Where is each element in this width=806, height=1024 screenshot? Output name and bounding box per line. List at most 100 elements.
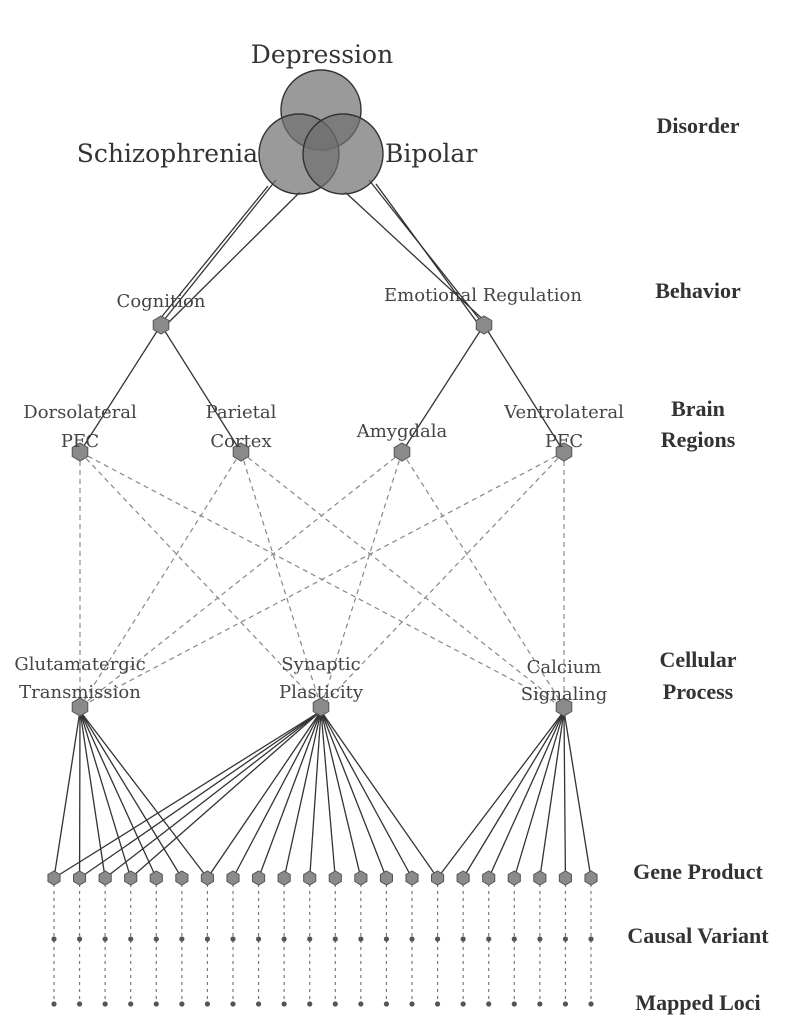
- causal-variant-node-7: [230, 936, 236, 942]
- disorder-venn: [258, 69, 384, 195]
- region-label-ventrolateral: Ventrolateral: [503, 402, 624, 423]
- nodes-layer: [47, 315, 598, 1007]
- edge-process-syn-gene-6: [206, 710, 322, 879]
- mapped-locus-node-6: [204, 1001, 211, 1007]
- causal-variant-node-6: [204, 936, 211, 942]
- region-node-amygdala: [393, 442, 411, 462]
- edge-process-glut-gene-3: [79, 710, 132, 879]
- gene-product-node-18: [507, 870, 521, 886]
- edge-disorder-emotional-regulation: [344, 191, 490, 326]
- gene-product-node-1: [73, 870, 87, 886]
- gene-product-node-5: [175, 870, 189, 886]
- causal-variant-node-13: [383, 936, 390, 942]
- gene-product-node-14: [405, 870, 419, 886]
- edge-process-syn-gene-3: [130, 710, 322, 879]
- causal-variant-node-2: [102, 936, 108, 942]
- edge-process-syn-gene-2: [104, 710, 322, 879]
- edge-behavior-emotional-region-amygdala: [401, 324, 485, 453]
- edge-process-syn-gene-8: [257, 710, 322, 879]
- causal-variant-node-19: [537, 936, 543, 942]
- causal-variant-node-8: [255, 936, 262, 942]
- edge-process-calc-gene-21: [563, 710, 592, 879]
- causal-variant-node-9: [281, 936, 287, 942]
- edge-process-glut-gene-0: [53, 710, 81, 879]
- causal-variant-node-15: [434, 936, 441, 942]
- edge-process-calc-gene-19: [539, 710, 565, 879]
- mapped-locus-node-15: [434, 1001, 441, 1007]
- gene-product-node-10: [303, 870, 317, 886]
- causal-variant-node-1: [76, 936, 83, 942]
- edge-behavior-cognition-region-dlpfc: [79, 324, 162, 453]
- edge-process-syn-gene-15: [320, 710, 439, 879]
- region-node-parietal: [232, 442, 250, 462]
- causal-variant-node-3: [128, 936, 134, 942]
- gene-product-node-11: [328, 870, 342, 886]
- disorder-label-bipolar: Bipolar: [385, 139, 477, 168]
- level-label-brain: Brain: [671, 396, 725, 421]
- edge-process-syn-gene-10: [309, 710, 322, 879]
- process-label-glutamatergic: Glutamatergic: [14, 654, 145, 675]
- gene-product-node-0: [47, 870, 61, 886]
- gene-product-node-16: [456, 870, 470, 886]
- edge-region-dlpfc-process-syn: [79, 451, 322, 708]
- venn-circle-bipolar: [302, 113, 384, 195]
- gene-product-node-6: [200, 870, 214, 886]
- region-label-pfc-left: PFC: [61, 431, 99, 452]
- causal-variant-node-12: [358, 936, 364, 942]
- causal-variant-node-0: [51, 936, 57, 942]
- gene-product-node-4: [149, 870, 163, 886]
- edge-region-amygdala-process-glut: [79, 451, 403, 708]
- gene-product-node-20: [558, 870, 572, 886]
- mapped-locus-node-19: [537, 1001, 543, 1007]
- gene-product-node-8: [252, 870, 266, 886]
- behavior-label-cognition: Cognition: [117, 291, 206, 312]
- region-node-dlpfc: [71, 442, 89, 462]
- process-node-glut: [71, 697, 89, 717]
- causal-variant-node-14: [409, 936, 415, 942]
- region-label-amygdala: Amygdala: [356, 421, 448, 442]
- mapped-locus-node-13: [383, 1001, 390, 1007]
- mapped-locus-node-20: [562, 1001, 569, 1007]
- edge-process-glut-gene-5: [79, 710, 183, 879]
- causal-variant-node-18: [511, 936, 517, 942]
- edge-process-syn-gene-0: [53, 710, 322, 879]
- mapped-locus-node-1: [76, 1001, 83, 1007]
- mapped-locus-node-18: [511, 1001, 517, 1007]
- disorder-label-depression: Depression: [251, 40, 393, 69]
- edge-process-calc-gene-15: [437, 710, 565, 879]
- edge-process-glut-gene-6: [79, 710, 208, 879]
- causal-variant-node-5: [179, 936, 185, 942]
- gene-product-node-2: [98, 870, 112, 886]
- gene-product-node-7: [226, 870, 240, 886]
- edge-behavior-emotional-region-vlpfc: [483, 324, 565, 453]
- region-label-pfc-right: PFC: [545, 431, 583, 452]
- edges-layer: [53, 179, 592, 1004]
- gene-product-node-9: [277, 870, 291, 886]
- process-node-calc: [555, 697, 573, 717]
- edge-region-parietal-process-calc: [240, 451, 565, 708]
- causal-variant-node-17: [486, 936, 492, 942]
- gene-product-node-21: [584, 870, 598, 886]
- process-node-syn: [312, 697, 330, 717]
- gene-product-node-12: [354, 870, 368, 886]
- edge-process-calc-gene-16: [462, 710, 565, 879]
- level-label-process: Process: [663, 679, 734, 704]
- level-label-regions: Regions: [661, 427, 736, 452]
- causal-variant-node-21: [588, 936, 594, 942]
- mapped-locus-node-12: [358, 1001, 364, 1007]
- edge-process-syn-gene-13: [320, 710, 388, 879]
- mapped-locus-node-10: [307, 1001, 313, 1007]
- edge-region-vlpfc-process-glut: [79, 451, 565, 708]
- level-label-behavior: Behavior: [655, 278, 741, 303]
- mapped-locus-node-5: [179, 1001, 185, 1007]
- mapped-locus-node-4: [153, 1001, 159, 1007]
- level-label-gene-product: Gene Product: [633, 859, 763, 884]
- edge-disorder-cognition: [165, 191, 301, 326]
- edge-disorder-emotional-regulation: [368, 179, 485, 326]
- edge-process-calc-gene-18: [513, 710, 565, 879]
- mapped-locus-node-16: [460, 1001, 466, 1007]
- gene-product-node-19: [533, 870, 547, 886]
- causal-variant-node-4: [153, 936, 159, 942]
- edge-region-vlpfc-process-syn: [320, 451, 565, 708]
